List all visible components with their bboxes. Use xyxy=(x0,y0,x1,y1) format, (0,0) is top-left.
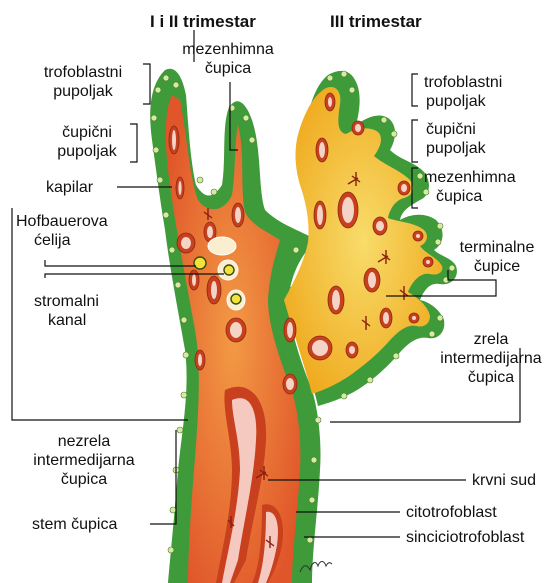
label-hofbauer-cell: Hofbauerova ćelija xyxy=(16,212,108,250)
label-villous-bud-left: čupični pupoljak xyxy=(44,123,130,161)
header-early-trimesters: I i II trimestar xyxy=(150,12,256,31)
header-third-trimester: III trimestar xyxy=(330,12,422,31)
label-mesenchymal-villus-left: mezenhimna čupica xyxy=(168,40,288,78)
label-stromal-channel: stromalni kanal xyxy=(34,292,99,330)
label-stem-villus: stem čupica xyxy=(32,515,117,534)
label-terminal-villi: terminalne čupice xyxy=(442,238,552,276)
label-blood-vessel: krvni sud xyxy=(472,471,536,490)
label-immature-intermediate-villus: nezrela intermedijarna čupica xyxy=(14,432,154,489)
label-syncytiotrophoblast: sinciciotrofoblast xyxy=(406,528,524,547)
label-trophoblastic-bud-left: trofoblastni pupoljak xyxy=(22,63,144,101)
label-mature-intermediate-villus: zrela intermedijarna čupica xyxy=(430,330,552,387)
label-capillary: kapilar xyxy=(46,178,93,197)
label-cytotrophoblast: citotrofoblast xyxy=(406,503,497,522)
label-villous-bud-right: čupični pupoljak xyxy=(426,120,486,158)
label-trophoblastic-bud-right: trofoblastni pupoljak xyxy=(424,73,502,111)
label-mesenchymal-villus-right: mezenhimna čupica xyxy=(424,168,516,206)
